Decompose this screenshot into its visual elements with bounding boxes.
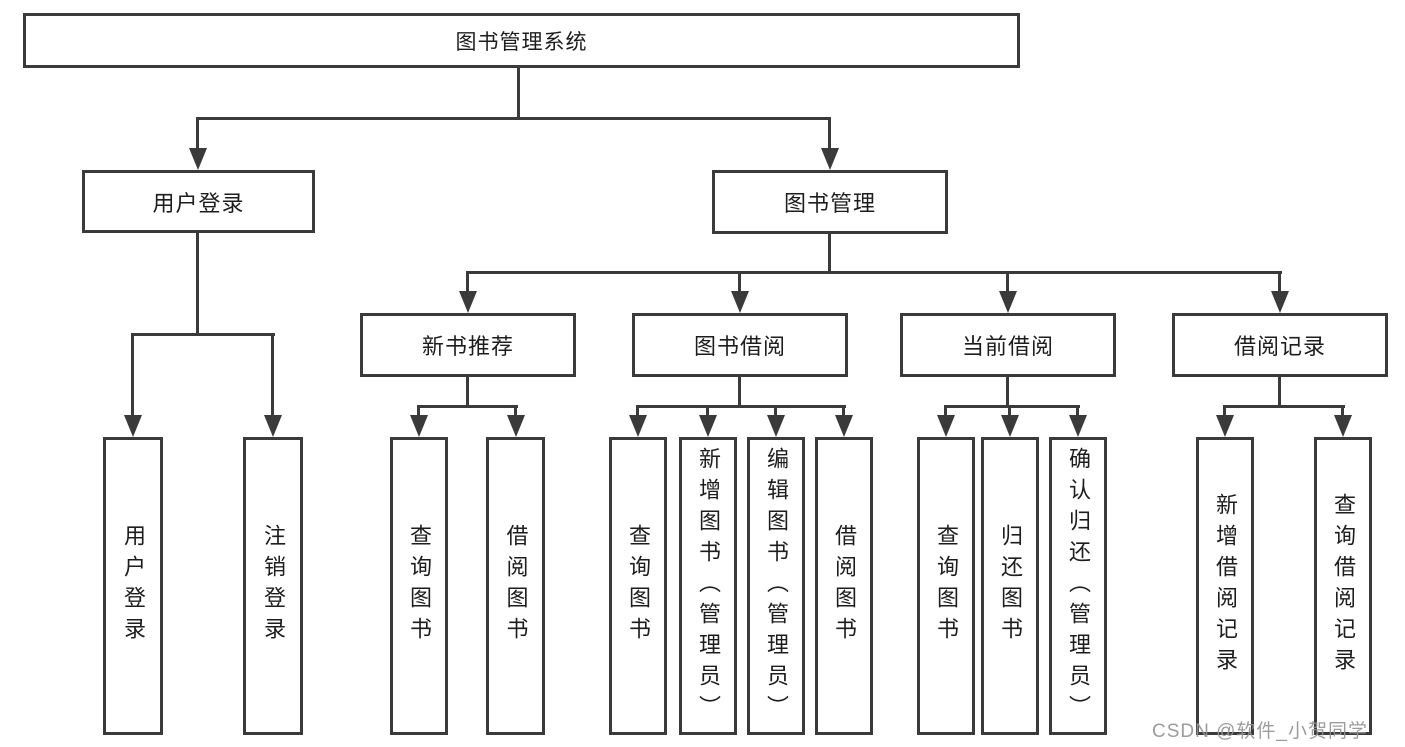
arrowhead-down-icon	[937, 415, 955, 437]
node-book-management-box: 图书管理	[712, 170, 948, 234]
connector-line	[738, 375, 741, 408]
connector-line	[828, 117, 831, 152]
leaf-borrow-query-book-box: 查询图书	[609, 437, 667, 735]
node-book-borrow-label: 图书借阅	[693, 334, 786, 359]
leaf-add-book-admin-box: 新增图书（管理员）	[679, 437, 737, 735]
node-current-borrow-label: 当前借阅	[961, 334, 1054, 359]
arrowhead-down-icon	[1334, 415, 1352, 437]
leaf-recommend-query-book-box: 查询图书	[390, 437, 448, 735]
leaf-recommend-borrow-book-box: 借阅图书	[486, 437, 545, 735]
node-borrow-record-label: 借阅记录	[1233, 334, 1326, 359]
csdn-watermark: CSDN @软件_小贺同学	[1152, 721, 1368, 742]
leaf-edit-book-admin-box: 编辑图书（管理员）	[747, 437, 805, 735]
connector-line	[417, 405, 420, 419]
connector-line	[828, 232, 831, 273]
leaf-user-login-label: 用户登录	[121, 524, 146, 648]
node-new-book-recommend-label: 新书推荐	[421, 334, 514, 359]
connector-line	[417, 405, 518, 408]
node-new-book-recommend-box: 新书推荐	[360, 313, 576, 377]
connector-line	[1278, 375, 1281, 408]
connector-line	[466, 271, 469, 295]
connector-line	[774, 405, 777, 419]
leaf-borrow-query-book-label: 查询图书	[626, 524, 651, 648]
arrowhead-down-icon	[731, 291, 749, 313]
connector-line	[466, 271, 1282, 274]
node-borrow-record-box: 借阅记录	[1172, 313, 1388, 377]
node-user-login-label: 用户登录	[152, 190, 245, 216]
node-root-label: 图书管理系统	[455, 30, 588, 54]
leaf-add-book-admin-label: 新增图书（管理员）	[696, 446, 721, 726]
arrowhead-down-icon	[999, 291, 1017, 313]
node-book-management-label: 图书管理	[783, 191, 876, 216]
connector-line	[1006, 271, 1009, 295]
connector-line	[466, 375, 469, 408]
leaf-query-borrow-record-label: 查询借阅记录	[1331, 493, 1356, 679]
arrowhead-down-icon	[124, 415, 142, 437]
leaf-borrow-book-box: 借阅图书	[815, 437, 873, 735]
leaf-current-query-book-box: 查询图书	[917, 437, 975, 735]
node-user-login-box: 用户登录	[82, 170, 315, 233]
leaf-borrow-book-label: 借阅图书	[832, 524, 857, 648]
arrowhead-down-icon	[507, 415, 525, 437]
arrowhead-down-icon	[264, 415, 282, 437]
connector-line	[1076, 405, 1079, 419]
connector-line	[196, 117, 199, 152]
leaf-return-book-box: 归还图书	[981, 437, 1039, 735]
arrowhead-down-icon	[459, 291, 477, 313]
connector-line	[196, 117, 831, 120]
connector-line	[514, 405, 517, 419]
connector-line	[196, 231, 199, 335]
leaf-edit-book-admin-label: 编辑图书（管理员）	[764, 446, 789, 726]
leaf-add-borrow-record-box: 新增借阅记录	[1196, 437, 1254, 735]
connector-line	[1223, 405, 1226, 419]
leaf-confirm-return-admin-box: 确认归还（管理员）	[1049, 437, 1107, 735]
node-book-borrow-box: 图书借阅	[632, 313, 848, 377]
connector-line	[1341, 405, 1344, 419]
leaf-logout-label: 注销登录	[261, 524, 286, 648]
connector-line	[271, 333, 274, 417]
connector-line	[944, 405, 947, 419]
arrowhead-down-icon	[629, 415, 647, 437]
connector-line	[636, 405, 639, 419]
leaf-user-login-box: 用户登录	[103, 437, 163, 735]
connector-line	[517, 66, 520, 118]
arrowhead-down-icon	[410, 415, 428, 437]
connector-line	[706, 405, 709, 419]
connector-line	[1223, 405, 1345, 408]
connector-line	[842, 405, 845, 419]
leaf-logout-box: 注销登录	[243, 437, 303, 735]
connector-line	[131, 333, 275, 336]
leaf-add-borrow-record-label: 新增借阅记录	[1213, 493, 1238, 679]
node-current-borrow-box: 当前借阅	[900, 313, 1116, 377]
connector-line	[131, 333, 134, 417]
connector-line	[1006, 375, 1009, 408]
arrowhead-down-icon	[835, 415, 853, 437]
arrowhead-down-icon	[1001, 415, 1019, 437]
connector-line	[1008, 405, 1011, 419]
leaf-recommend-query-book-label: 查询图书	[407, 524, 432, 648]
connector-line	[1278, 271, 1281, 295]
arrowhead-down-icon	[1069, 415, 1087, 437]
connector-line	[636, 405, 846, 408]
arrowhead-down-icon	[767, 415, 785, 437]
connector-line	[738, 271, 741, 295]
connector-line	[944, 405, 1080, 408]
node-root-box: 图书管理系统	[23, 13, 1020, 68]
leaf-return-book-label: 归还图书	[998, 524, 1023, 648]
arrowhead-down-icon	[1271, 291, 1289, 313]
arrowhead-down-icon	[699, 415, 717, 437]
leaf-confirm-return-admin-label: 确认归还（管理员）	[1066, 446, 1091, 726]
leaf-query-borrow-record-box: 查询借阅记录	[1314, 437, 1372, 735]
leaf-recommend-borrow-book-label: 借阅图书	[503, 524, 529, 648]
arrowhead-down-icon	[189, 148, 207, 170]
leaf-current-query-book-label: 查询图书	[934, 524, 959, 648]
arrowhead-down-icon	[821, 148, 839, 170]
arrowhead-down-icon	[1216, 415, 1234, 437]
